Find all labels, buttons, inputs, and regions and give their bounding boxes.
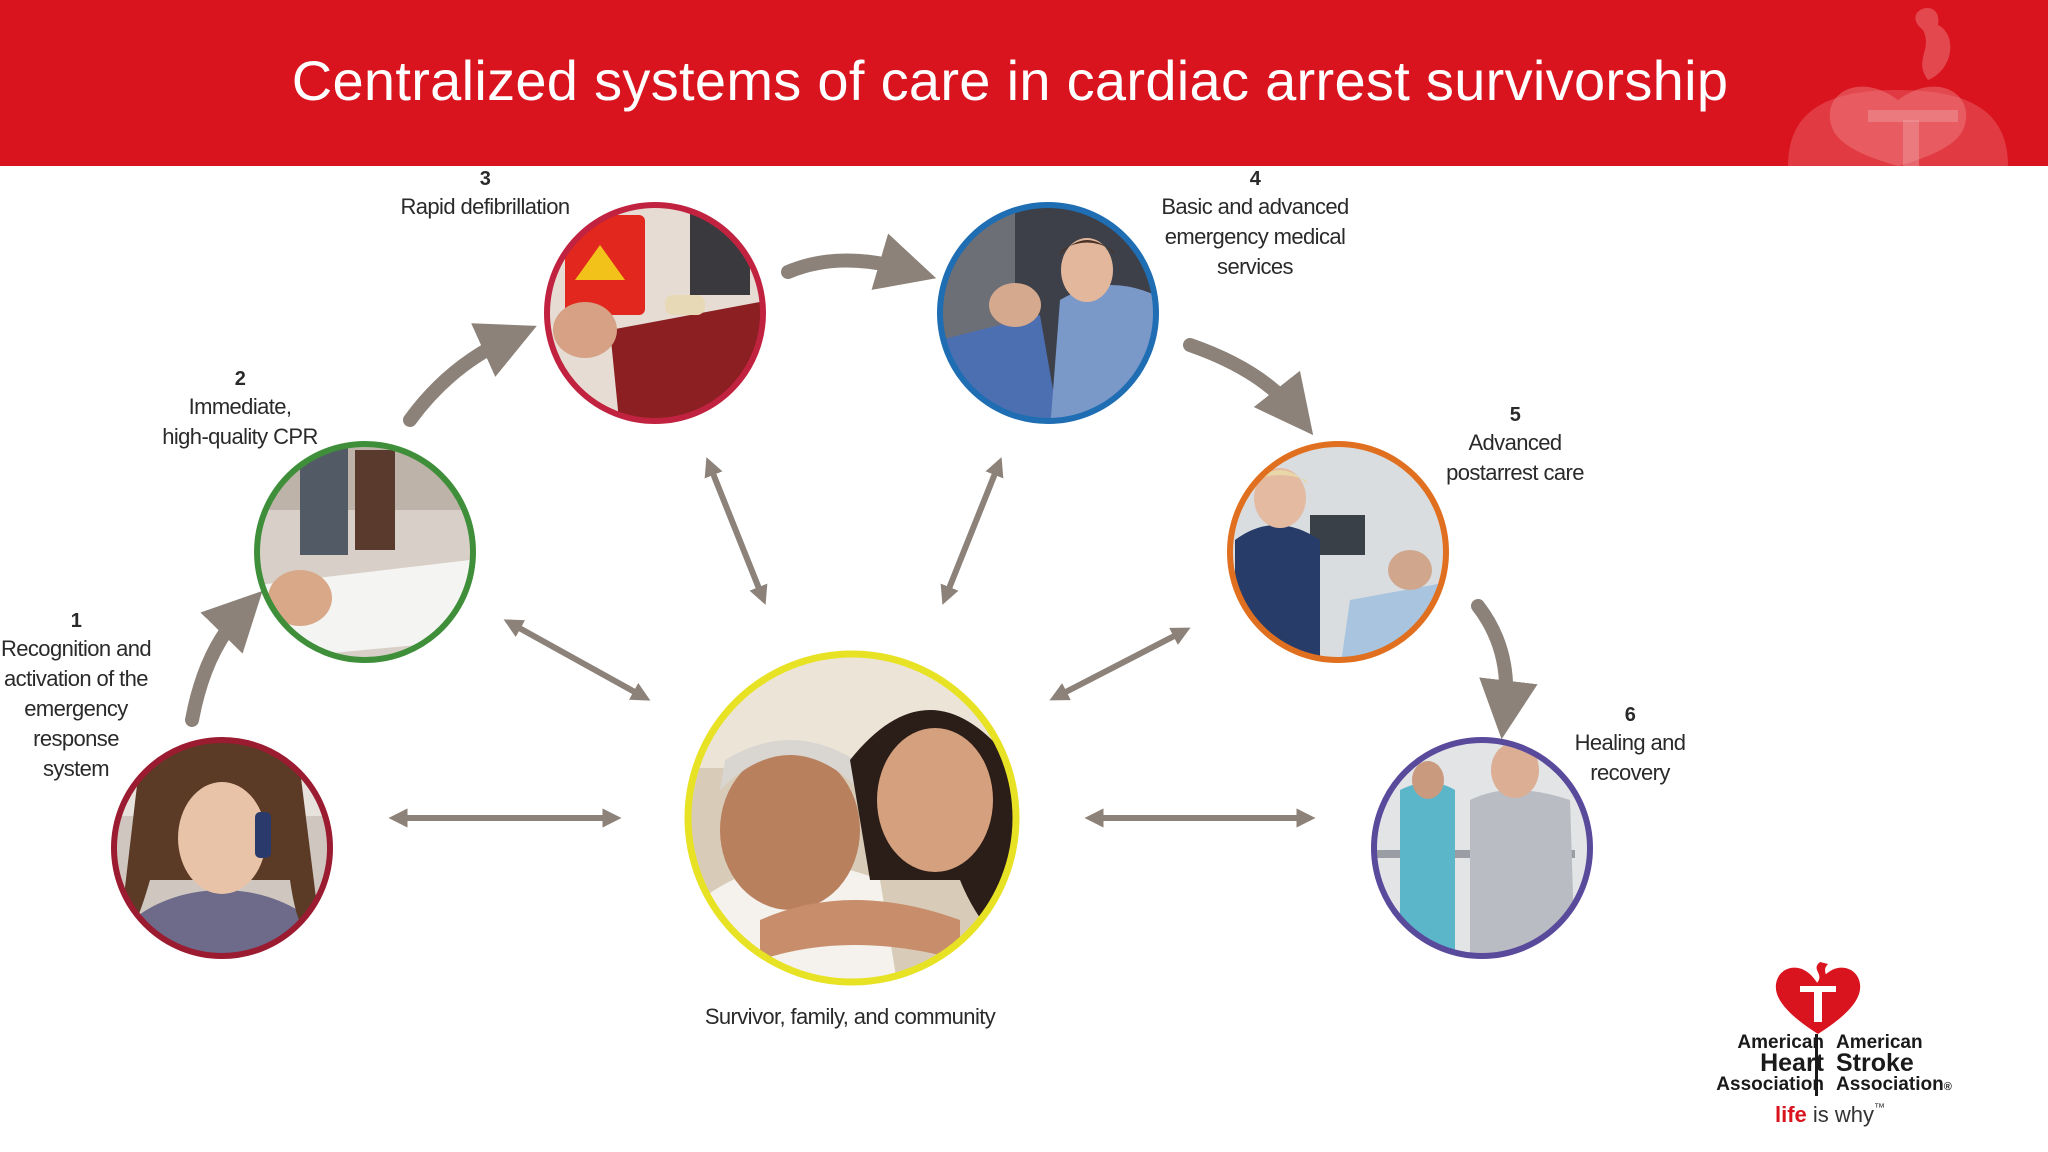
asa-line3: Association® [1836, 1074, 1952, 1095]
step-5-caption: 5 Advanced postarrest care [1400, 402, 1630, 488]
step-3-label: Rapid defibrillation [400, 194, 571, 219]
step-6-label: Healing and recovery [1574, 730, 1686, 785]
center-ring [684, 650, 1020, 986]
arrow-3-center [704, 457, 768, 605]
torch-heart-logo-icon [1775, 962, 1861, 1034]
logo-divider [1815, 1034, 1818, 1096]
step-4-ring [937, 202, 1159, 424]
torch-heart-watermark-icon [1788, 8, 2008, 166]
aha-line2: Heart [1760, 1049, 1824, 1077]
arrow-2-to-3 [403, 323, 537, 427]
step-4-photo [940, 205, 1156, 421]
step-6-ring [1371, 737, 1593, 959]
registered-mark: ® [1943, 1081, 1952, 1093]
step-6-photo [1374, 740, 1590, 956]
center-photo [688, 654, 1016, 982]
step-5-ring [1227, 441, 1449, 663]
logo-tagline: life is why™ [1640, 1102, 2020, 1128]
step-3-ring [544, 202, 766, 424]
step-4-number: 4 [1249, 168, 1261, 190]
step-1-ring [111, 737, 333, 959]
arrow-3-to-4 [781, 233, 937, 290]
asa-line2: Stroke [1836, 1049, 1914, 1077]
header-banner: Centralized systems of care in cardiac a… [0, 0, 2048, 166]
aha-asa-logo: American Heart Association American Stro… [1640, 960, 2020, 1140]
step-2-label: Immediate, high-quality CPR [162, 394, 318, 449]
tagline-mark: ™ [1874, 1102, 1886, 1114]
step-5-label: Advanced postarrest care [1446, 430, 1584, 485]
center-label: Survivor, family, and community [704, 1004, 996, 1029]
aha-line3: Association [1716, 1074, 1824, 1095]
step-1-caption: 1 Recognition and activation of the emer… [0, 608, 152, 784]
arrow-5-center [1049, 627, 1191, 701]
arrow-4-center [940, 457, 1004, 605]
step-4-label: Basic and advanced emergency medical ser… [1161, 194, 1349, 279]
step-3-caption: 3 Rapid defibrillation [370, 166, 600, 222]
slide-title: Centralized systems of care in cardiac a… [291, 49, 1729, 112]
step-1-number: 1 [70, 610, 82, 632]
tagline-rest: is why [1812, 1102, 1875, 1127]
tagline-life: life [1774, 1102, 1807, 1127]
step-2-caption: 2 Immediate, high-quality CPR [140, 366, 340, 452]
step-1-label: Recognition and activation of the emerge… [0, 636, 152, 781]
step-3-number: 3 [479, 168, 491, 190]
step-6-number: 6 [1624, 704, 1636, 726]
arrow-1-to-2 [185, 590, 263, 727]
asa-line1: American [1836, 1032, 1923, 1053]
arrow-5-to-6 [1471, 599, 1538, 740]
step-3-photo [547, 205, 763, 421]
step-4-caption: 4 Basic and advanced emergency medical s… [1130, 166, 1380, 282]
aha-wordmark: American Heart Association [1716, 1032, 1824, 1095]
step-6-caption: 6 Healing and recovery [1545, 702, 1715, 788]
aha-line1: American [1737, 1032, 1824, 1053]
asa-wordmark: American Stroke Association® [1836, 1032, 1952, 1098]
step-2-photo [257, 444, 473, 660]
step-5-photo [1230, 444, 1446, 660]
arrow-4-to-5 [1183, 338, 1314, 436]
arrow-2-center [503, 619, 651, 701]
step-2-ring [254, 441, 476, 663]
step-5-number: 5 [1509, 404, 1521, 426]
step-2-number: 2 [234, 368, 246, 390]
